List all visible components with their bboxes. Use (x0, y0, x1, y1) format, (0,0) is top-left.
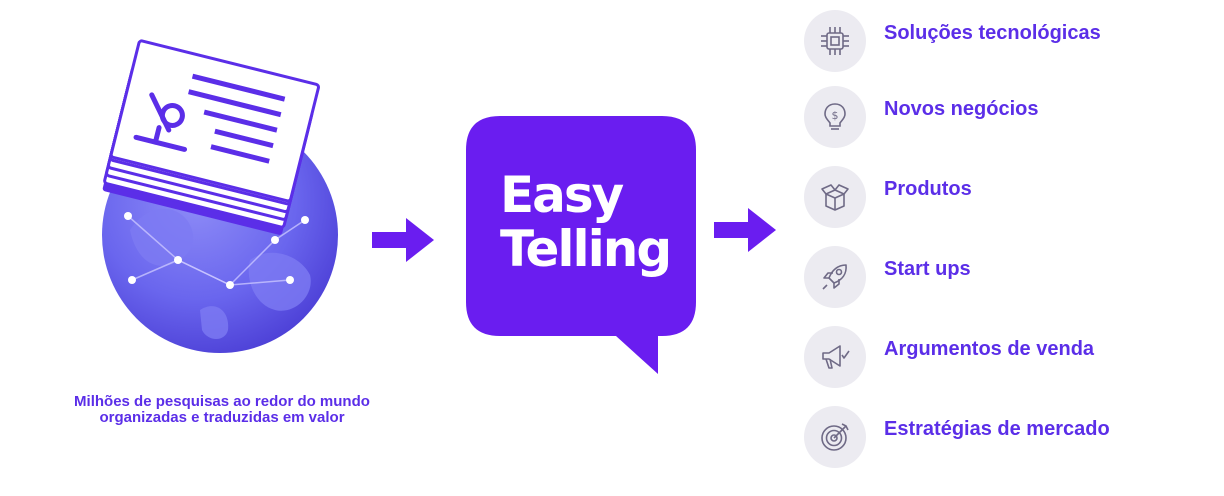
target-icon (804, 406, 866, 468)
rocket-icon (804, 246, 866, 308)
benefit-item-produtos: Produtos (804, 166, 1204, 230)
easy-telling-logo (466, 116, 696, 376)
benefit-item-estrategias: Estratégias de mercado (804, 406, 1204, 470)
benefit-label: Produtos (884, 178, 972, 200)
globe-caption: Milhões de pesquisas ao redor do mundo o… (74, 393, 370, 426)
arrow-right-icon (372, 218, 434, 267)
arrow-right-icon (714, 208, 776, 257)
logo-text: Easy Telling (500, 166, 672, 278)
benefit-label: Novos negócios (884, 98, 1039, 120)
benefit-label: Soluções tecnológicas (884, 22, 1101, 44)
benefit-item-startups: Start ups (804, 246, 1204, 310)
chip-icon (804, 10, 866, 72)
benefit-item-novos-negocios: $ Novos negócios (804, 86, 1204, 150)
svg-text:$: $ (832, 109, 839, 122)
logo-line-easy: Easy (500, 166, 624, 224)
benefit-label: Argumentos de venda (884, 338, 1095, 360)
lightbulb-dollar-icon: $ (804, 86, 866, 148)
research-globe-illustration (90, 30, 350, 360)
logo-line-telling: Telling (500, 220, 672, 278)
benefit-item-argumentos: Argumentos de venda (804, 326, 1204, 390)
benefit-item-solucoes: Soluções tecnológicas (804, 10, 1204, 74)
box-icon (804, 166, 866, 228)
benefit-label: Start ups (884, 258, 971, 280)
benefit-label: Estratégias de mercado (884, 418, 1110, 440)
megaphone-icon (804, 326, 866, 388)
